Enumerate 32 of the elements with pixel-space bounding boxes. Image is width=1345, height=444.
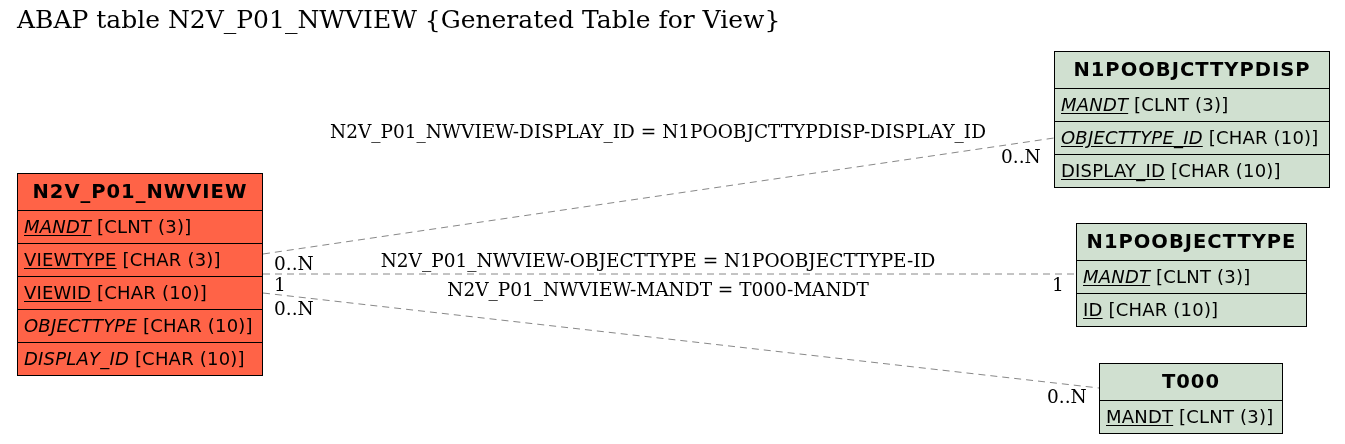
- table-name: N1POOBJCTTYPDISP: [1072, 57, 1312, 83]
- edge-label: N2V_P01_NWVIEW-OBJECTTYPE = N1POOBJECTTYPE-ID: [380, 251, 936, 271]
- field-row: MANDT [CLNT (3)]: [18, 210, 262, 243]
- relationship-line: [262, 273, 1077, 275]
- cardinality-label: 0..N: [274, 300, 314, 318]
- field-row: DISPLAY_ID [CHAR (10)]: [18, 342, 262, 375]
- field-row: DISPLAY_ID [CHAR (10)]: [1055, 154, 1329, 187]
- cardinality-label: 1: [274, 276, 286, 294]
- entity-table: [1076, 223, 1307, 327]
- field-row: VIEWID [CHAR (10)]: [18, 276, 262, 309]
- edge-label: N2V_P01_NWVIEW-DISPLAY_ID = N1POOBJCTTYPDISP-DISPLAY_ID: [330, 122, 986, 142]
- field-row: ID [CHAR (10)]: [1077, 293, 1306, 326]
- edge-label: N2V_P01_NWVIEW-MANDT = T000-MANDT: [447, 280, 869, 300]
- field-row: VIEWTYPE [CHAR (3)]: [18, 243, 262, 276]
- relationship-line: [262, 292, 1100, 389]
- cardinality-label: 0..N: [274, 255, 314, 273]
- table-name: N2V_P01_NWVIEW: [31, 179, 249, 205]
- entity-table: [1054, 51, 1330, 188]
- table-name: N1POOBJECTTYPE: [1085, 229, 1298, 255]
- cardinality-label: 0..N: [1047, 388, 1087, 406]
- table-name: T000: [1161, 369, 1221, 395]
- field-row: MANDT [CLNT (3)]: [1100, 400, 1282, 433]
- field-row: OBJECTTYPE [CHAR (10)]: [18, 309, 262, 342]
- field-row: MANDT [CLNT (3)]: [1055, 88, 1329, 121]
- diagram-title: ABAP table N2V_P01_NWVIEW {Generated Table for View}: [17, 4, 781, 36]
- relationship-line: [262, 137, 1055, 255]
- cardinality-label: 1: [1052, 276, 1064, 294]
- field-row: MANDT [CLNT (3)]: [1077, 260, 1306, 293]
- cardinality-label: 0..N: [1001, 148, 1041, 166]
- field-row: OBJECTTYPE_ID [CHAR (10)]: [1055, 121, 1329, 154]
- entity-table: [17, 173, 263, 376]
- entity-table: [1099, 363, 1283, 434]
